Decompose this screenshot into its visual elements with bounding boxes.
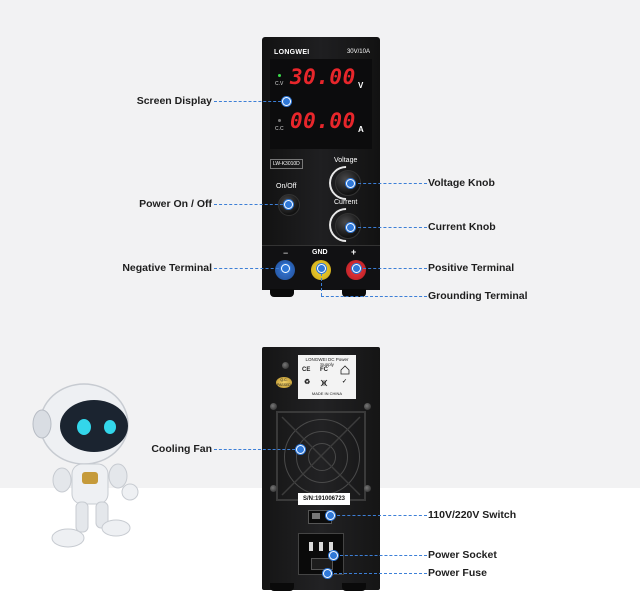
callout-line [214, 449, 300, 450]
cv-indicator: C.V [275, 81, 284, 87]
sticker-title: LONGWEI DC Power Supply [305, 357, 349, 367]
callout-line [329, 573, 427, 574]
voltage-readout: 30.00 [290, 65, 356, 89]
check-icon: ✓ [342, 379, 348, 385]
screw [364, 485, 371, 492]
callout-current-knob: Current Knob [428, 221, 496, 233]
callout-dot [317, 264, 326, 273]
screen-display: C.V 30.00 V C.C 00.00 A [270, 59, 372, 149]
brand-label: LONGWEI [274, 49, 310, 56]
callout-line [353, 227, 427, 228]
callout-voltage-switch: 110V/220V Switch [428, 509, 517, 521]
gnd-label: GND [312, 249, 328, 256]
fan-grill-ring [296, 431, 348, 483]
power-supply-back: LONGWEI DC Power Supply CE FC ♻ ✓ MADE I… [262, 347, 380, 591]
qc-badge: Q.C. PASSED [276, 377, 292, 388]
callout-line [353, 183, 427, 184]
front-foot-right [342, 289, 366, 297]
screw [364, 403, 371, 410]
fuse-drawer[interactable] [311, 558, 333, 570]
current-knob-label: Current [334, 199, 358, 206]
serial-label: S/N:191006723 [298, 493, 350, 505]
cv-led [278, 74, 281, 77]
callout-line [335, 555, 427, 556]
callout-dot [352, 264, 361, 273]
power-supply-front: LONGWEI 30V/10A C.V 30.00 V C.C 00.00 A … [262, 37, 380, 297]
callout-negative-terminal: Negative Terminal [122, 262, 212, 274]
rating-label: 30V/10A [346, 49, 370, 55]
fc-mark: FC [320, 367, 328, 373]
ce-mark: CE [302, 367, 311, 373]
screw [270, 403, 277, 410]
callout-positive-terminal: Positive Terminal [428, 262, 515, 274]
callout-voltage-knob: Voltage Knob [428, 177, 495, 189]
voltage-knob-label: Voltage [334, 157, 358, 164]
crossed-bin-icon [320, 379, 328, 387]
cc-led [278, 119, 281, 122]
fan-grill-ring [308, 443, 336, 471]
model-label: LW-K3010D [270, 159, 303, 169]
socket-pin [329, 542, 333, 551]
on-off-label: On/Off [276, 183, 297, 190]
callout-line [214, 101, 286, 102]
current-unit: A [358, 125, 364, 134]
back-foot-left [270, 583, 294, 591]
robot-illustration [32, 383, 139, 548]
cooling-fan [276, 411, 366, 501]
callout-dot [281, 264, 290, 273]
screw [270, 485, 277, 492]
callout-dot [346, 179, 355, 188]
callout-line [332, 515, 427, 516]
screw [282, 362, 289, 369]
callout-power-on-off: Power On / Off [139, 198, 212, 210]
callout-dot [346, 223, 355, 232]
callout-dot [329, 551, 338, 560]
rating-sticker: LONGWEI DC Power Supply CE FC ♻ ✓ MADE I… [298, 355, 356, 399]
cc-indicator: C.C [275, 126, 284, 132]
socket-pin [309, 542, 313, 551]
recycle-icon: ♻ [304, 379, 311, 386]
callout-dot [284, 200, 293, 209]
callout-line [321, 296, 427, 297]
positive-symbol: + [351, 247, 357, 257]
callout-grounding-terminal: Grounding Terminal [428, 290, 528, 302]
socket-pin [319, 542, 323, 551]
current-readout: 00.00 [290, 109, 356, 133]
callout-line [321, 268, 322, 296]
house-icon [340, 365, 350, 375]
negative-symbol: − [283, 248, 289, 258]
callout-line [214, 268, 284, 269]
voltage-unit: V [358, 81, 364, 90]
callout-dot [296, 445, 305, 454]
callout-power-fuse: Power Fuse [428, 567, 487, 579]
front-foot-left [270, 289, 294, 297]
callout-dot [323, 569, 332, 578]
callout-cooling-fan: Cooling Fan [151, 443, 212, 455]
callout-dot [282, 97, 291, 106]
made-in-label: MADE IN CHINA [311, 391, 343, 396]
back-foot-right [342, 583, 366, 591]
callout-power-socket: Power Socket [428, 549, 497, 561]
callout-line [358, 268, 427, 269]
callout-dot [326, 511, 335, 520]
fan-grill-icon [281, 416, 361, 496]
callout-line [214, 204, 288, 205]
callout-screen-display: Screen Display [136, 95, 212, 107]
